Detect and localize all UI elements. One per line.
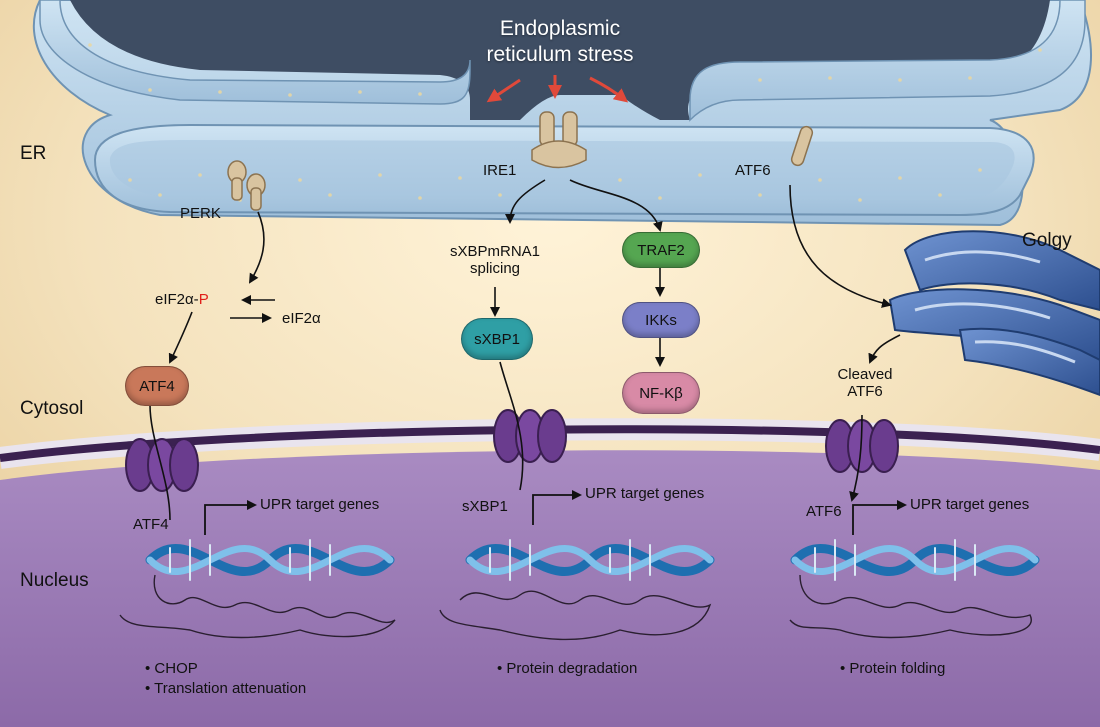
outcome-protein-folding: • Protein folding	[840, 660, 946, 677]
splicing-label-line-1: sXBPmRNA1	[449, 243, 541, 260]
stress-arrow-right	[589, 76, 629, 103]
nuclear-pore-left	[125, 438, 199, 492]
sensor-label-ire1: IRE1	[483, 162, 517, 179]
chromatin-right	[789, 574, 1032, 639]
region-label-golgy: Golgy	[1022, 230, 1072, 251]
atf4-nucleus-label: ATF4	[133, 516, 169, 533]
er-lower-lumen-edge	[109, 140, 1015, 200]
dna-helix-center	[465, 539, 715, 581]
nuclear-pore-right	[825, 419, 899, 473]
atf4-cytosol-pill: ATF4	[125, 366, 189, 406]
eif2a-label: eIF2α	[282, 310, 321, 327]
ikks-pill: IKKs	[622, 302, 700, 338]
stress-label-line-1: Endoplasmic	[499, 17, 621, 40]
splicing-label: sXBPmRNA1 splicing	[440, 243, 550, 277]
arrow-atf4-through-pore	[149, 404, 171, 521]
stress-arrow-left	[486, 78, 521, 103]
outcome-translation-attenuation: • Translation attenuation	[145, 680, 307, 697]
er-dots	[88, 43, 1042, 202]
arrow-ire1-to-splicing	[505, 179, 546, 224]
splicing-label-line-2: splicing	[469, 260, 521, 277]
arrow-atf6-to-golgi	[789, 184, 892, 308]
stress-label: Endoplasmic reticulum stress	[460, 16, 660, 68]
sensor-label-perk: PERK	[180, 205, 221, 222]
region-label-nucleus: Nucleus	[20, 570, 89, 591]
cleaved-atf6-label: Cleaved ATF6	[820, 366, 910, 400]
nfkb-pill: NF-Kβ	[622, 372, 700, 414]
perk-sensor	[227, 160, 266, 211]
arrow-golgi-to-cleaved	[868, 334, 901, 364]
region-label-er: ER	[20, 143, 47, 164]
traf2-pill: TRAF2	[622, 232, 700, 268]
er-upper-membrane	[39, 0, 471, 105]
outcome-chop: • CHOP	[145, 660, 198, 677]
tss-arrow-center	[532, 490, 582, 525]
dna-helix-left	[145, 539, 395, 581]
upr-target-genes-left: UPR target genes	[260, 496, 380, 513]
phospho-marker: P	[198, 291, 209, 308]
cleaved-atf6-line-2: ATF6	[847, 383, 883, 400]
ire1-sensor	[531, 111, 587, 169]
tss-arrow-right	[852, 500, 907, 535]
eif2a-p-prefix: eIF2α-	[155, 291, 199, 308]
nucleus-body	[0, 450, 1100, 727]
sxbp1-nucleus-label: sXBP1	[462, 498, 508, 515]
tss-arrow-left	[204, 500, 257, 535]
cleaved-atf6-line-1: Cleaved	[837, 366, 893, 383]
er-lumen-dark	[70, 0, 1050, 120]
stress-label-line-2: reticulum stress	[486, 43, 634, 66]
arrow-atf6-through-pore	[849, 414, 863, 502]
sxbp1-cytosol-pill: sXBP1	[461, 318, 533, 360]
dna-helix-right	[790, 539, 1040, 581]
arrow-perk-to-eif2a	[248, 211, 265, 284]
sensor-label-atf6: ATF6	[735, 162, 771, 179]
upr-target-genes-right: UPR target genes	[910, 496, 1030, 513]
chromatin-left	[119, 574, 396, 639]
atf6-nucleus-label: ATF6	[806, 503, 842, 520]
er-upper-membrane-right	[689, 0, 1086, 122]
outcome-protein-degradation: • Protein degradation	[497, 660, 638, 677]
region-label-cytosol: Cytosol	[20, 398, 84, 419]
outcome-list-left: • CHOP • Translation attenuation	[145, 659, 306, 699]
arrow-sxbp1-through-pore	[499, 361, 524, 491]
chromatin-center	[439, 590, 712, 641]
nuclear-pore-center	[493, 409, 567, 463]
eif2a-p-label: eIF2α-P	[155, 291, 209, 308]
arrow-ire1-to-traf2	[569, 179, 663, 232]
outcome-list-center: • Protein degradation	[497, 659, 637, 679]
upr-target-genes-center: UPR target genes	[585, 485, 705, 502]
atf6-sensor	[790, 125, 814, 167]
golgi-apparatus	[888, 230, 1100, 397]
outcome-list-right: • Protein folding	[840, 659, 945, 679]
arrow-eif2a-to-atf4	[168, 311, 193, 364]
